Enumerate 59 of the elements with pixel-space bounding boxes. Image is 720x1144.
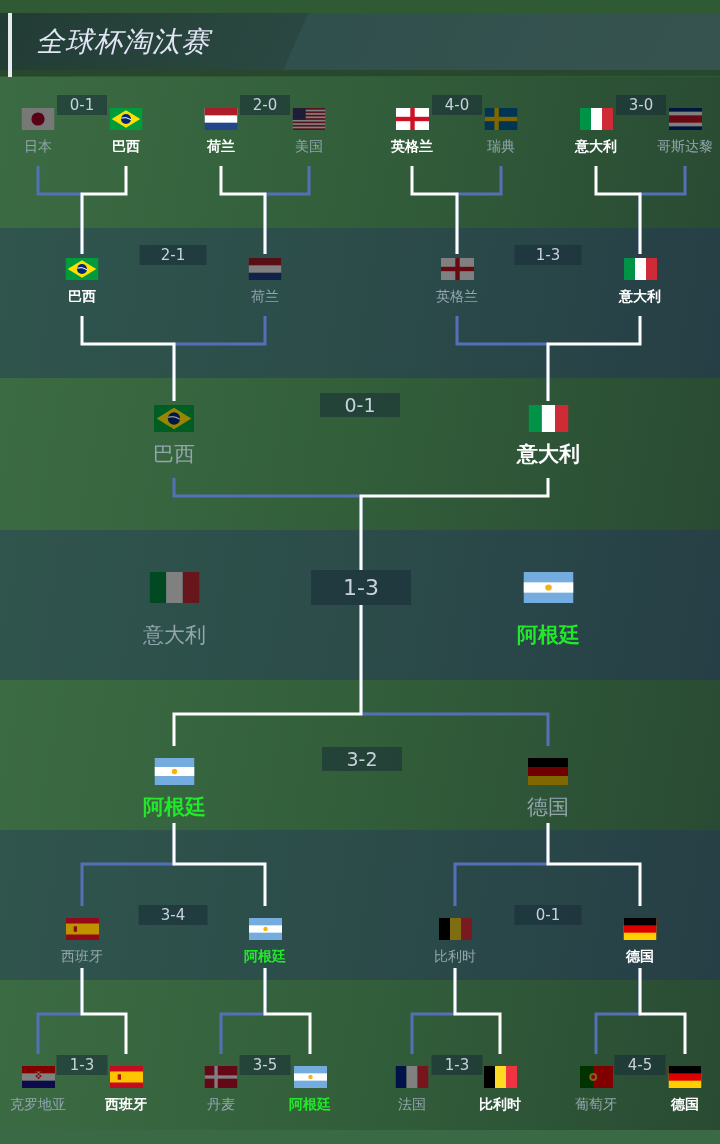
bracket-line — [594, 166, 642, 254]
bracket-line — [80, 968, 128, 1054]
match-score: 0-1 — [57, 95, 107, 115]
team-name: 丹麦 — [207, 1096, 235, 1112]
match-score: 3-0 — [616, 95, 666, 115]
team-name: 比利时 — [479, 1096, 521, 1112]
team-name: 德国 — [671, 1096, 699, 1112]
team-name: 克罗地亚 — [10, 1096, 66, 1112]
team-name: 西班牙 — [61, 948, 103, 964]
match-score: 3-2 — [322, 747, 402, 771]
team-name: 哥斯达黎 — [657, 138, 713, 154]
team-name: 葡萄牙 — [575, 1096, 617, 1112]
bracket-line — [359, 478, 550, 570]
bracket-line — [172, 823, 267, 906]
team-name: 阿根廷 — [289, 1096, 331, 1112]
bracket-line — [638, 968, 687, 1054]
match-score: 0-1 — [514, 905, 582, 925]
match-score: 3-5 — [239, 1055, 291, 1075]
bracket-line — [546, 316, 642, 401]
team-name: 日本 — [24, 138, 52, 154]
team-name: 英格兰 — [436, 288, 478, 304]
team-name: 比利时 — [434, 948, 476, 964]
team-name: 巴西 — [153, 442, 195, 466]
match-score: 2-0 — [240, 95, 290, 115]
team-name: 英格兰 — [391, 138, 433, 154]
team-name: 阿根廷 — [516, 623, 580, 648]
match-score: 4-0 — [432, 95, 482, 115]
team-name: 西班牙 — [105, 1096, 147, 1112]
bracket-line — [172, 605, 363, 746]
team-name: 瑞典 — [487, 138, 515, 154]
team-name: 意大利 — [516, 442, 580, 466]
team-name: 荷兰 — [207, 138, 235, 154]
bracket-line — [219, 166, 267, 254]
match-score: 1-3 — [431, 1055, 483, 1075]
team-name: 法国 — [398, 1096, 426, 1112]
bracket-line — [453, 968, 502, 1054]
bracket-line — [263, 968, 312, 1054]
match-score: 2-1 — [139, 245, 207, 265]
team-name: 阿根廷 — [244, 948, 286, 964]
bracket-line — [80, 166, 128, 254]
team-name: 德国 — [527, 795, 569, 819]
match-score: 3-4 — [138, 905, 208, 925]
bracket-line — [80, 316, 176, 401]
match-score: 0-1 — [320, 393, 400, 417]
team-name: 荷兰 — [251, 288, 279, 304]
team-name: 美国 — [295, 138, 323, 154]
match-score: 4-5 — [614, 1055, 666, 1075]
match-score: 1-3 — [514, 245, 582, 265]
match-score: 1-3 — [311, 570, 411, 605]
bracket-line — [546, 823, 642, 906]
team-name: 德国 — [626, 948, 654, 964]
bracket-line — [410, 166, 459, 254]
team-name: 阿根廷 — [142, 795, 206, 819]
team-name: 意大利 — [619, 288, 661, 304]
match-score: 1-3 — [56, 1055, 108, 1075]
team-name: 巴西 — [112, 138, 140, 154]
team-name: 意大利 — [142, 623, 206, 648]
team-name: 巴西 — [68, 288, 96, 304]
team-name: 意大利 — [575, 138, 617, 154]
